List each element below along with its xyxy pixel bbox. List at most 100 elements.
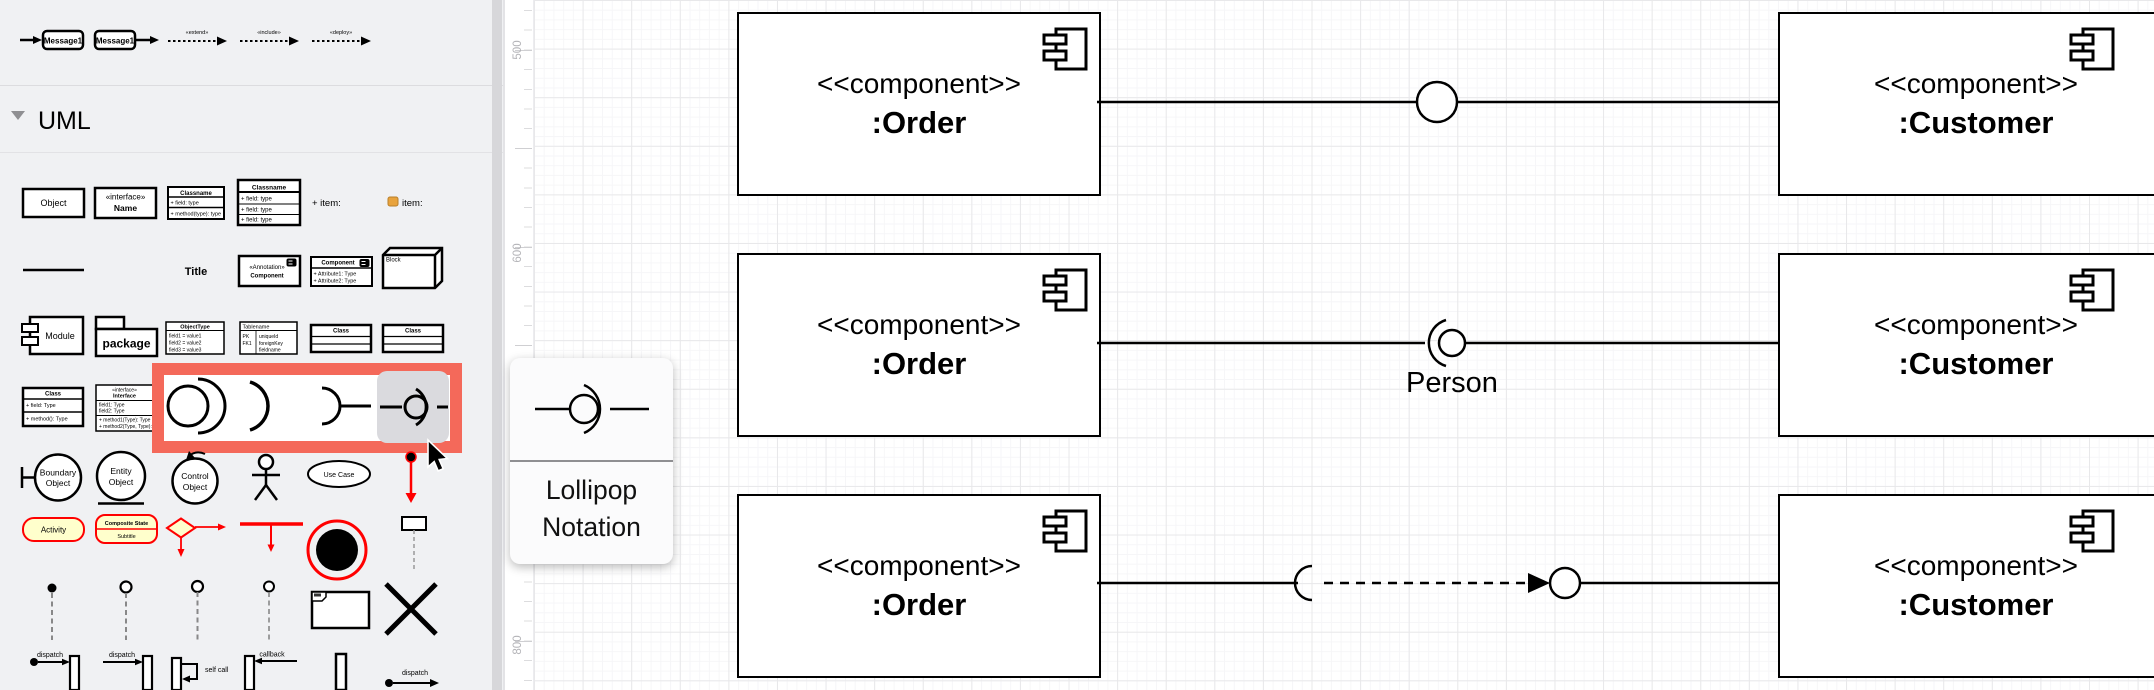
svg-text:+ field: Type: + field: Type xyxy=(26,403,56,409)
composite-state-shape[interactable]: Composite State Subtitle xyxy=(95,514,158,544)
activation-bar-shape[interactable] xyxy=(334,652,348,690)
component-box-customer-1[interactable]: <<component>> :Customer xyxy=(1778,12,2154,196)
class-simple-shape-1[interactable]: Class xyxy=(309,323,373,354)
svg-text:Control: Control xyxy=(181,471,209,481)
svg-text:PK: PK xyxy=(243,334,250,340)
interface-ball xyxy=(1437,328,1467,358)
ruler-tick xyxy=(515,148,532,149)
class-2row-shape[interactable]: Classname + field: type + method(type): … xyxy=(167,186,225,220)
dispatch-message-shape-1[interactable]: dispatch xyxy=(30,652,81,690)
ruler-tick xyxy=(515,345,532,346)
svg-text:Interface: Interface xyxy=(113,394,136,400)
module-shape[interactable]: Module xyxy=(21,315,85,356)
palette-shapes: Message1 Message1 «extend» «include» xyxy=(0,29,503,690)
object-shape[interactable]: Object xyxy=(21,187,86,219)
connector-ball-and-socket[interactable]: Person xyxy=(1097,318,1778,399)
svg-text:field1 = value1: field1 = value1 xyxy=(169,334,202,340)
self-call-shape[interactable]: self call xyxy=(170,656,229,690)
tablename-shape[interactable]: Tablename PK uniqueId FK1 foreignKey fie… xyxy=(239,321,298,355)
svg-text:Object: Object xyxy=(46,478,71,488)
item-plus-shape[interactable]: + item: xyxy=(312,198,341,209)
component-box-customer-2[interactable]: <<component>> :Customer xyxy=(1778,253,2154,437)
svg-text:package: package xyxy=(102,337,150,351)
connector-lollipop-interface[interactable] xyxy=(1097,80,1778,124)
component-box-customer-3[interactable]: <<component>> :Customer xyxy=(1778,494,2154,678)
provided-required-interface-shape[interactable] xyxy=(166,377,227,435)
svg-text:self call: self call xyxy=(205,667,229,674)
interface-shape[interactable]: «interface» Name xyxy=(93,186,158,220)
lifeline-shape-4[interactable] xyxy=(263,580,275,641)
component-stereotype: <<component>> xyxy=(1874,549,2078,581)
dependency-arrowhead xyxy=(1528,573,1550,593)
shape-preview-tooltip: Lollipop Notation xyxy=(510,358,673,565)
package-shape[interactable]: package xyxy=(94,315,159,358)
object-lifeline-shape[interactable] xyxy=(401,516,427,572)
uml-section-header[interactable]: UML xyxy=(11,107,91,135)
interface-ball xyxy=(1548,566,1582,600)
use-case-shape[interactable]: Use Case xyxy=(307,460,371,488)
svg-text:field1: Type: field1: Type xyxy=(99,403,125,409)
component-attrs-shape[interactable]: Component + Attribute1: Type + Attribute… xyxy=(310,256,373,287)
component-name: :Customer xyxy=(1898,345,2054,381)
control-object-shape[interactable]: Control Object xyxy=(171,451,219,505)
boundary-object-shape[interactable]: Boundary Object xyxy=(20,453,83,502)
svg-text:Object: Object xyxy=(109,477,134,487)
ruler-tick xyxy=(515,50,532,51)
title-shape[interactable]: Title xyxy=(185,266,207,278)
svg-text:UML: UML xyxy=(38,107,91,135)
interface-detail-shape[interactable]: «interface» Interface field1: Type field… xyxy=(95,384,164,432)
component-box-order-1[interactable]: <<component>> :Order xyxy=(737,12,1101,196)
class-3row-shape[interactable]: Classname + field: type + field: type + … xyxy=(236,178,302,227)
final-state-shape[interactable] xyxy=(306,519,368,581)
required-interface-arc-shape[interactable] xyxy=(249,380,270,432)
svg-text:dispatch: dispatch xyxy=(37,652,63,659)
lifeline-shape-1[interactable] xyxy=(47,583,57,641)
svg-text:Message1: Message1 xyxy=(44,37,83,46)
svg-text:+ field: type: + field: type xyxy=(241,197,273,203)
frame-shape[interactable] xyxy=(310,590,371,630)
component-name: :Customer xyxy=(1898,586,2054,622)
svg-text:field2: Type: field2: Type xyxy=(99,409,125,415)
dispatch-message-shape-2[interactable]: dispatch xyxy=(103,652,154,690)
class-simple-shape-2[interactable]: Class xyxy=(381,323,445,354)
svg-text:+ field: type: + field: type xyxy=(171,201,199,207)
dispatch-async-shape[interactable]: dispatch xyxy=(385,670,439,687)
component-badge-icon xyxy=(286,258,297,267)
message-out-shape[interactable]: Message1 xyxy=(93,29,159,51)
destruction-x-shape[interactable] xyxy=(384,582,438,636)
deploy-arrow-shape[interactable]: «deploy» xyxy=(312,30,371,46)
lifeline-shape-2[interactable] xyxy=(119,580,133,641)
fork-join-shape[interactable] xyxy=(240,522,303,552)
objecttype-shape[interactable]: ObjectType field1 = value1 field2 = valu… xyxy=(165,321,225,355)
svg-text:Class: Class xyxy=(45,392,62,398)
lifeline-shape-3[interactable] xyxy=(190,579,205,640)
svg-text:Message1: Message1 xyxy=(96,37,135,46)
diagram-canvas[interactable]: <<component>> :Order <<component>> :Cust… xyxy=(534,0,2154,690)
block-shape[interactable]: Block xyxy=(381,246,444,290)
entity-object-shape[interactable]: Entity Object xyxy=(95,450,147,505)
class-detail-shape[interactable]: Class + field: Type + method(): Type xyxy=(21,386,85,428)
annotation-component-shape[interactable]: «Annotation» Component xyxy=(237,254,302,288)
required-interface-shape[interactable] xyxy=(321,386,371,426)
condition-shape[interactable] xyxy=(165,517,226,558)
component-box-order-3[interactable]: <<component>> :Order xyxy=(737,494,1101,678)
svg-text:Classname: Classname xyxy=(180,191,212,197)
connector-socket-dashed-ball[interactable] xyxy=(1097,564,1778,602)
message-in-shape[interactable]: Message1 xyxy=(20,29,85,51)
svg-text:FK1: FK1 xyxy=(243,341,252,347)
item-icon-shape[interactable]: item: xyxy=(387,196,423,209)
extend-arrow-shape[interactable]: «extend» xyxy=(168,30,227,46)
palette-scrollbar[interactable] xyxy=(492,0,502,690)
svg-text:Boundary: Boundary xyxy=(40,468,77,478)
chevron-down-icon xyxy=(11,111,25,120)
actor-shape[interactable] xyxy=(252,453,280,501)
include-arrow-shape[interactable]: «include» xyxy=(240,30,299,46)
transition-arrow-shape[interactable] xyxy=(405,451,417,503)
callback-shape[interactable]: callback xyxy=(243,652,297,690)
svg-text:Object: Object xyxy=(183,482,208,492)
svg-text:+ Attribute2: Type: + Attribute2: Type xyxy=(314,279,357,285)
lollipop-notation-shape[interactable] xyxy=(380,387,448,427)
svg-text:+ method(): Type: + method(): Type xyxy=(26,417,68,423)
component-box-order-2[interactable]: <<component>> :Order xyxy=(737,253,1101,437)
activity-shape[interactable]: Activity xyxy=(22,517,85,542)
